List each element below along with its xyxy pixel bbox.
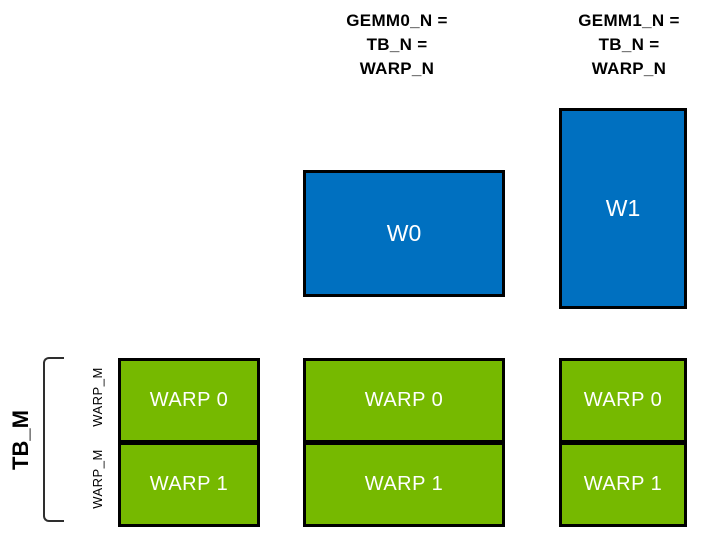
warp1-box-middle: WARP 1 <box>303 442 505 527</box>
accumulator-tile-w1-label: W1 <box>605 195 641 221</box>
warp-column-left: WARP 0 WARP 1 <box>118 358 260 527</box>
warp1-box-right-label: WARP 1 <box>583 473 663 495</box>
gemm0-label-line3: WARP_N <box>359 59 435 78</box>
warp0-box-left: WARP 0 <box>118 358 260 443</box>
gemm1-label-line3: WARP_N <box>591 59 667 78</box>
warp0-box-right-label: WARP 0 <box>583 389 663 411</box>
warp1-box-middle-label: WARP 1 <box>364 473 444 495</box>
gemm0-label-line2: TB_N = <box>366 35 428 54</box>
warp0-box-middle: WARP 0 <box>303 358 505 443</box>
accumulator-tile-w1: W1 <box>559 108 687 309</box>
gemm0-label-line1: GEMM0_N = <box>346 11 448 30</box>
gemm1-label-line1: GEMM1_N = <box>578 11 680 30</box>
warp-m-label-lower: WARP_M <box>90 449 105 509</box>
warp1-box-left-label: WARP 1 <box>149 473 229 495</box>
warp1-box-left: WARP 1 <box>118 442 260 527</box>
gemm0-dimension-label: GEMM0_N = TB_N = WARP_N <box>297 9 497 81</box>
warp-column-right: WARP 0 WARP 1 <box>559 358 687 527</box>
warp0-box-right: WARP 0 <box>559 358 687 443</box>
warp0-box-middle-label: WARP 0 <box>364 389 444 411</box>
accumulator-tile-w0-label: W0 <box>386 220 422 246</box>
warp-m-label-upper: WARP_M <box>90 367 105 427</box>
warp0-box-left-label: WARP 0 <box>149 389 229 411</box>
accumulator-tile-w0: W0 <box>303 170 505 297</box>
tb-m-label: TB_M <box>8 410 33 470</box>
warp1-box-right: WARP 1 <box>559 442 687 527</box>
tb-m-bracket <box>43 357 64 522</box>
gemm1-label-line2: TB_N = <box>598 35 660 54</box>
warp-column-middle: WARP 0 WARP 1 <box>303 358 505 527</box>
gemm1-dimension-label: GEMM1_N = TB_N = WARP_N <box>529 9 720 81</box>
